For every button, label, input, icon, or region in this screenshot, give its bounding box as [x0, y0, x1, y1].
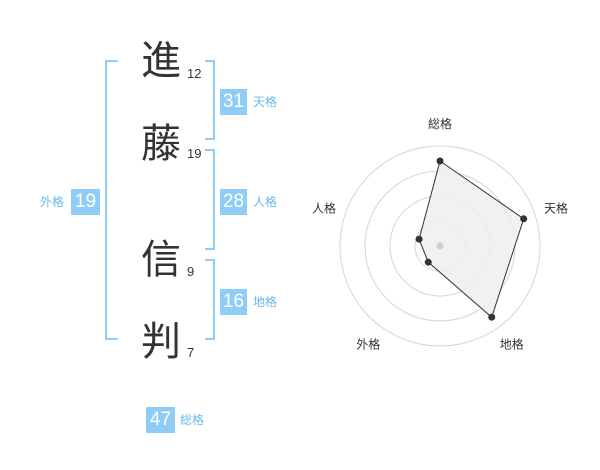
tenkaku-value: 31 [220, 89, 247, 115]
radar-center-dot [436, 242, 444, 250]
stroke-count-4: 7 [187, 345, 195, 360]
chikaku-value: 16 [220, 289, 247, 315]
soukaku-value: 47 [146, 407, 175, 433]
stroke-count-3: 9 [187, 264, 195, 279]
name-char-3: 信 [141, 237, 181, 283]
soukaku-label: 総格 [180, 413, 205, 427]
jinkaku-value: 28 [220, 189, 247, 215]
radar-point-0 [436, 157, 444, 165]
chikaku-label: 地格 [253, 295, 278, 309]
radar-axis-label-1: 天格 [544, 200, 568, 215]
name-char-4: 判 [141, 319, 181, 365]
radar-point-4 [415, 235, 423, 243]
chikaku-bracket [205, 259, 215, 340]
gaikaku-label: 外格 [40, 195, 65, 209]
radar-ring-4 [339, 145, 541, 347]
radar-point-3 [424, 258, 432, 266]
jinkaku-bracket [205, 149, 215, 250]
name-char-2: 藤 [141, 121, 181, 167]
radar-area [418, 160, 525, 319]
tenkaku-bracket [205, 60, 215, 140]
gaikaku-value: 19 [71, 189, 100, 215]
radar-point-2 [488, 313, 496, 321]
stroke-count-2: 19 [187, 146, 202, 161]
radar-axis-label-4: 人格 [312, 200, 336, 215]
radar-points [415, 157, 528, 321]
radar-axis-label-3: 外格 [356, 337, 380, 352]
radar-point-1 [520, 215, 528, 223]
tenkaku-label: 天格 [253, 95, 278, 109]
radar-axis-label-0: 総格 [428, 116, 452, 131]
jinkaku-label: 人格 [253, 195, 278, 209]
stroke-count-1: 12 [187, 66, 202, 81]
gaikaku-bracket [105, 60, 118, 340]
name-char-1: 進 [141, 38, 181, 84]
radar-axis-label-2: 地格 [500, 337, 524, 352]
